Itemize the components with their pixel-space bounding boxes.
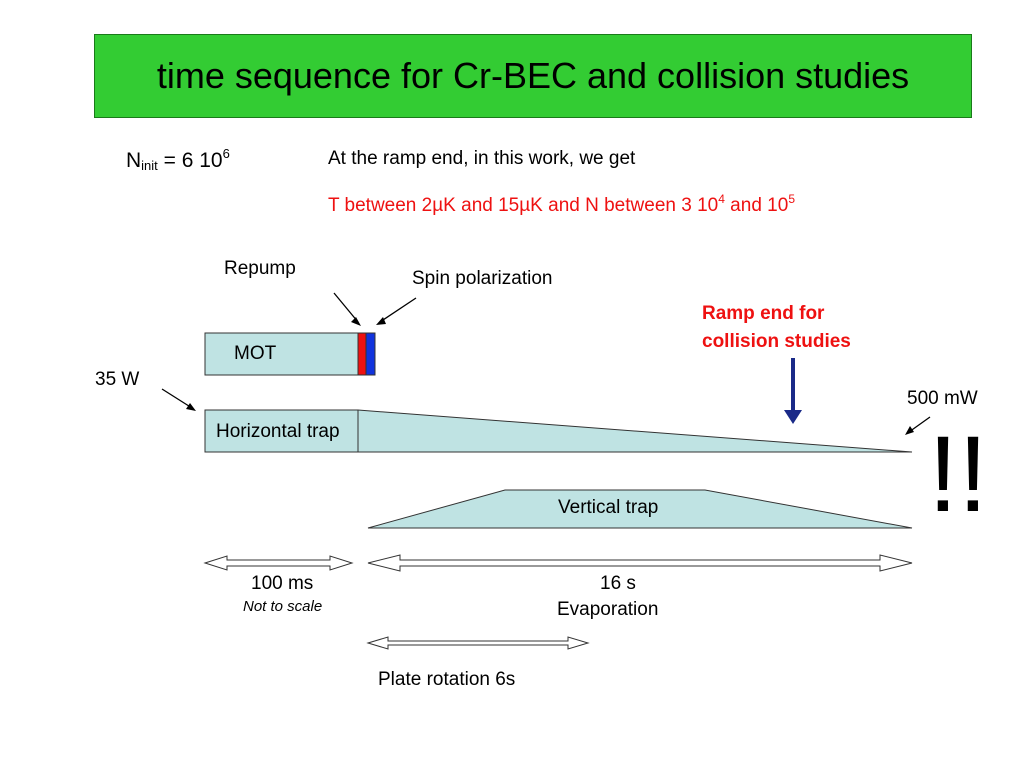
ramp-end-label: Ramp end for collision studies xyxy=(702,303,851,352)
mot-label: MOT xyxy=(234,343,277,364)
exclamation-mark: !! xyxy=(928,413,989,534)
power-start-pointer xyxy=(161,388,193,409)
vertical-trap-label: Vertical trap xyxy=(558,497,659,518)
evaporation-label: Evaporation xyxy=(557,599,659,620)
power-start-label: 35 W xyxy=(95,369,140,390)
vertical-trap-shape xyxy=(367,489,913,529)
spin-pointer-head xyxy=(376,317,386,325)
horizontal-trap-label: Horizontal trap xyxy=(216,421,340,442)
power-end-pointer xyxy=(908,416,931,433)
slide-title: time sequence for Cr-BEC and collision s… xyxy=(156,55,910,96)
plate-rotation-arrow xyxy=(366,636,590,650)
not-to-scale-note: Not to scale xyxy=(243,598,323,615)
repump-pointer xyxy=(333,292,359,323)
ramp-end-note: At the ramp end, in this work, we get xyxy=(328,148,636,169)
spin-polarization-label: Spin polarization xyxy=(412,268,553,289)
ramp-end-arrow-shaft xyxy=(791,358,795,413)
plate-rotation-label: Plate rotation 6s xyxy=(378,669,516,690)
spin-polarization-bar xyxy=(365,332,376,376)
repump-bar xyxy=(357,332,367,376)
repump-label: Repump xyxy=(224,258,296,279)
horizontal-trap-shape xyxy=(204,409,913,453)
repump-pointer-head xyxy=(351,317,361,326)
title-box: time sequence for Cr-BEC and collision s… xyxy=(94,34,972,118)
result-note: T between 2µK and 15µK and N between 3 1… xyxy=(328,192,795,216)
power-start-pointer-head xyxy=(186,403,196,411)
duration-short-label: 100 ms xyxy=(251,573,314,594)
ramp-end-arrow-head xyxy=(784,410,802,424)
spin-pointer xyxy=(379,297,417,323)
duration-short-arrow xyxy=(203,555,354,571)
duration-long-arrow xyxy=(367,554,913,572)
mot-box xyxy=(204,332,359,376)
power-end-label: 500 mW xyxy=(907,388,978,409)
duration-long-label: 16 s xyxy=(600,573,636,594)
n-init-label: Ninit = 6 106 xyxy=(126,146,230,173)
power-end-pointer-head xyxy=(905,426,914,435)
